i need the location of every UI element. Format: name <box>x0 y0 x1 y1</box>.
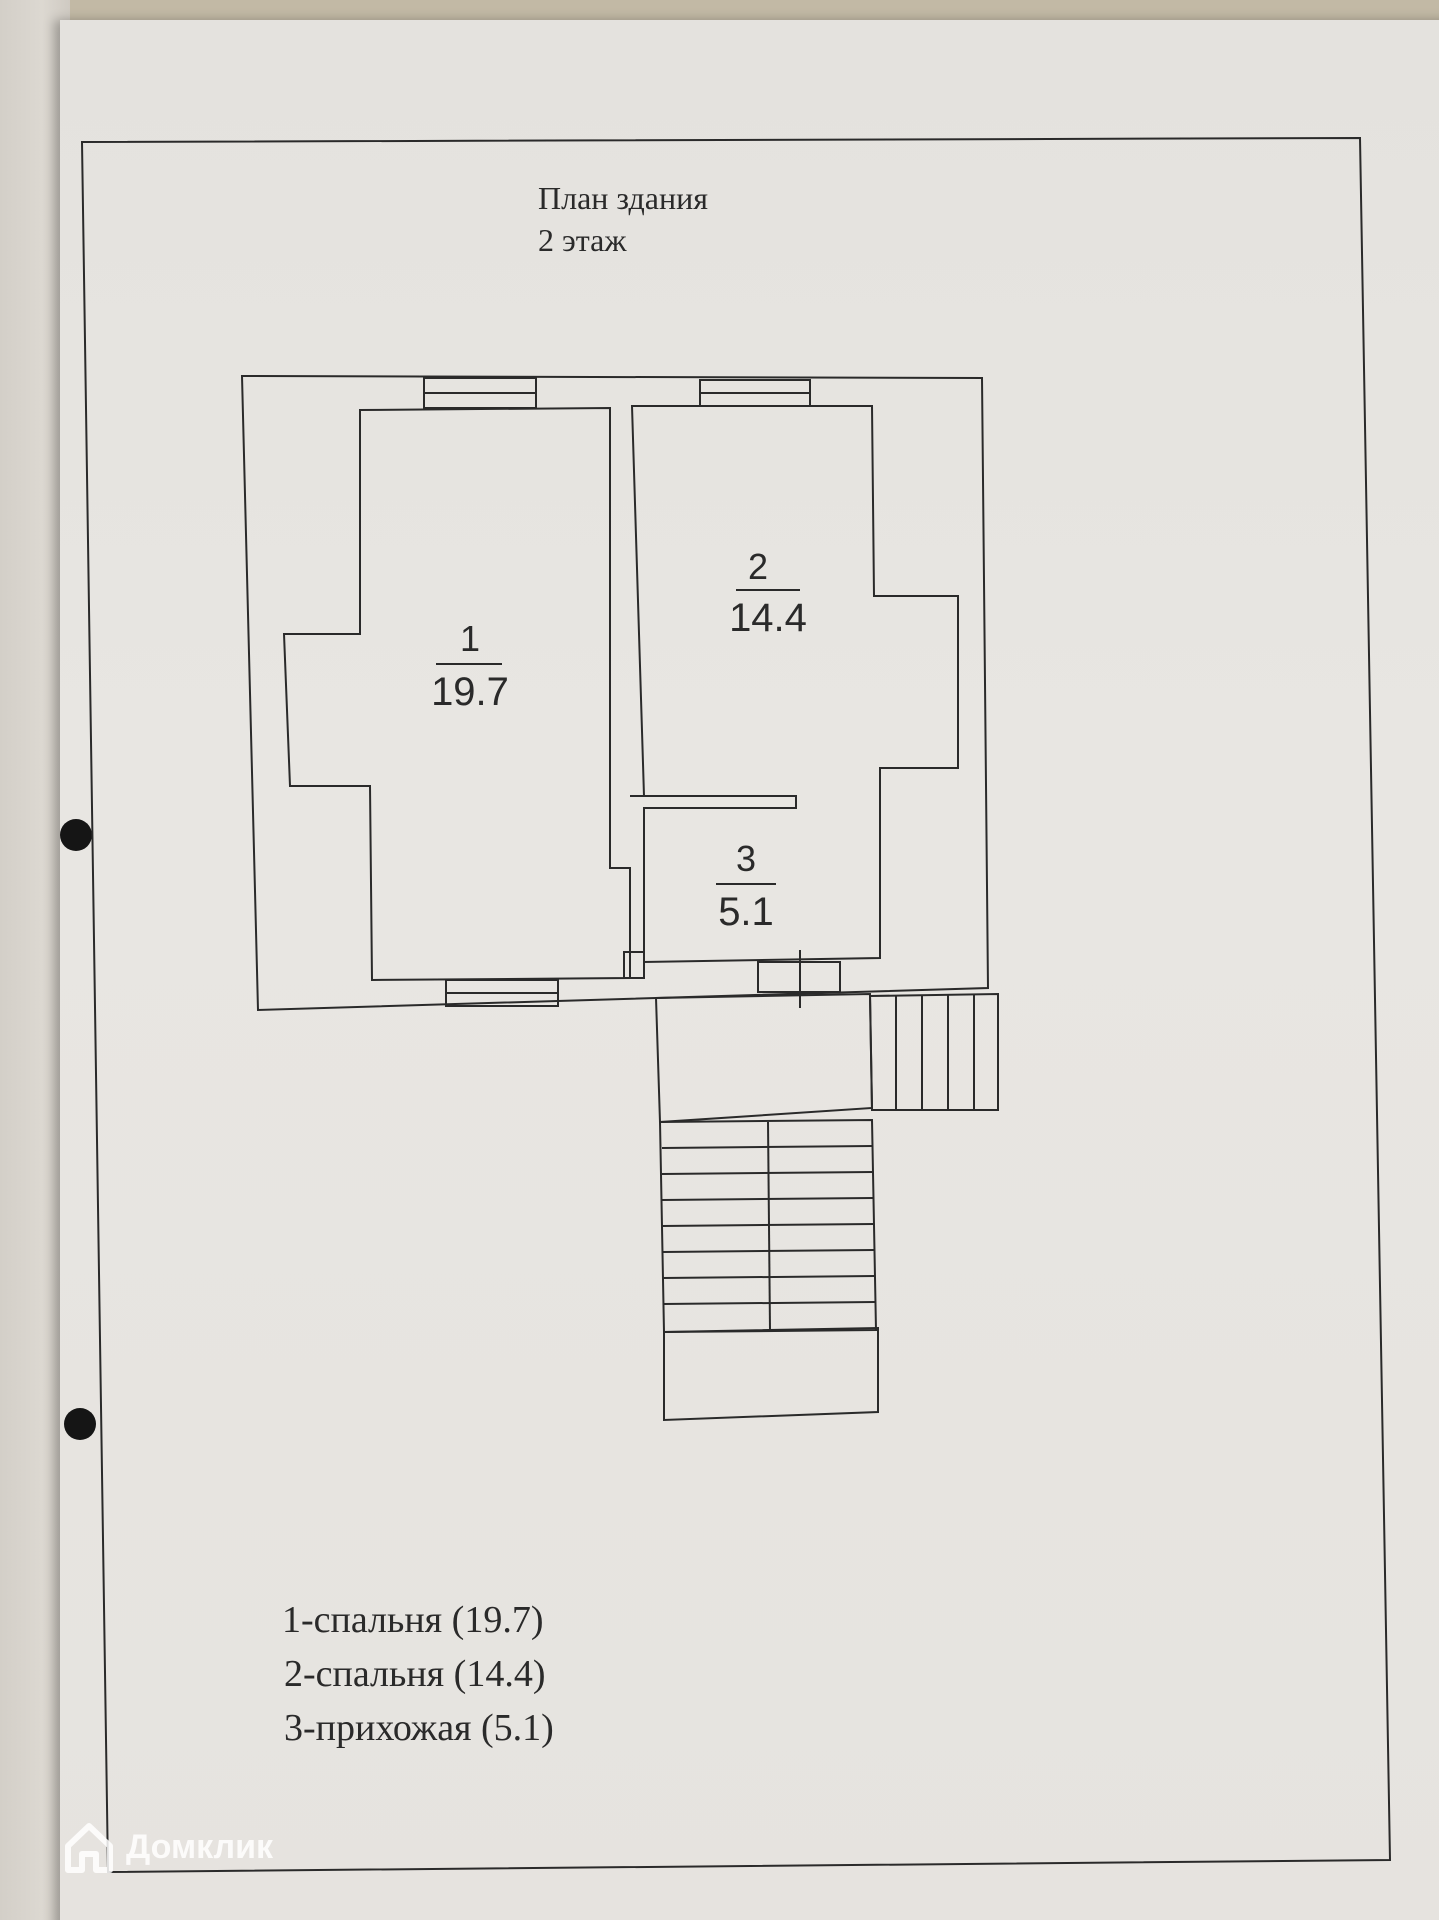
floor-plan-sheet <box>60 20 1439 1920</box>
punch-hole <box>64 1408 96 1440</box>
window-top-right <box>699 379 811 407</box>
room-1-number: 1 <box>459 618 481 659</box>
plan-title: План здания <box>538 180 708 216</box>
house-logo-icon <box>65 1823 113 1873</box>
room-1-outline <box>282 406 631 982</box>
outer-wall <box>240 374 990 1012</box>
legend-item: 3-прихожая (5.1) <box>284 1707 554 1749</box>
stair-bottom-landing <box>663 1326 879 1422</box>
side-stair <box>868 992 999 1111</box>
room-3-number: 3 <box>735 838 757 879</box>
stair-landing <box>654 992 874 1124</box>
room-2-area: 14.4 <box>729 596 807 640</box>
main-stair <box>658 1118 878 1334</box>
window-top-left <box>423 377 537 409</box>
page-frame <box>80 136 1392 1874</box>
legend-item: 2-спальня (14.4) <box>284 1653 546 1695</box>
legend-item: 1-спальня (19.7) <box>282 1599 544 1641</box>
punch-hole <box>60 819 92 851</box>
room-2-outline <box>630 405 959 964</box>
window-bottom-left <box>445 979 559 1007</box>
room-2-number: 2 <box>747 546 769 587</box>
room-3-area: 5.1 <box>718 890 774 934</box>
window-bottom-right <box>757 950 841 1008</box>
door-post <box>623 951 645 979</box>
underlying-sheet <box>0 0 70 1920</box>
room-1-area: 19.7 <box>431 670 509 714</box>
watermark-text: Домклик <box>126 1827 274 1866</box>
watermark: Домклик <box>62 1820 273 1874</box>
floor-label: 2 этаж <box>538 222 627 258</box>
